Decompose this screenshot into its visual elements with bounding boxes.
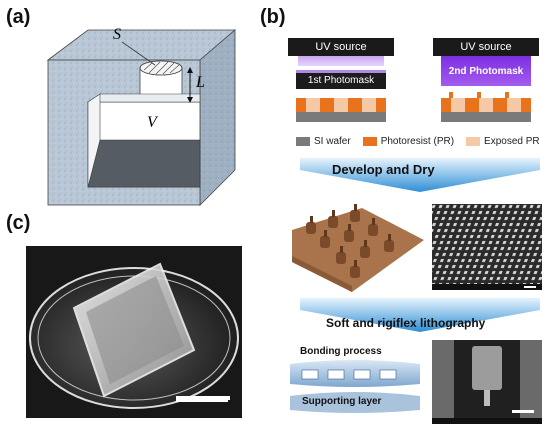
panel-label-a: (a)	[6, 6, 31, 28]
uv-source-2: UV source	[433, 38, 539, 56]
cavity-schematic	[46, 29, 237, 206]
label-v: V	[147, 114, 157, 131]
legend-exposed-pr: Exposed PR	[484, 136, 540, 147]
photomask-1: 1st Photomask	[296, 70, 386, 89]
uv-light-1	[298, 56, 384, 66]
label-s: S	[113, 26, 121, 43]
step-arrow-1	[300, 158, 540, 192]
step-soft-lithography: Soft and rigiflex lithography	[326, 316, 486, 330]
legend-si-wafer: SI wafer	[314, 136, 351, 147]
uv-source-1: UV source	[288, 38, 394, 56]
label-l: L	[196, 74, 205, 91]
legend-swatch-si	[296, 137, 310, 146]
legend-swatch-pr	[362, 137, 377, 146]
legend-swatch-exposed	[466, 137, 481, 146]
legend-photoresist: Photoresist (PR)	[380, 136, 455, 147]
bonding-process-label: Bonding process	[300, 346, 382, 357]
panel-label-b: (b)	[260, 6, 286, 28]
pillar-array-render	[292, 204, 424, 292]
step-arrow-2	[300, 298, 540, 332]
uv-light-2	[441, 56, 531, 86]
wafer-stack-1	[296, 98, 386, 122]
device-photo	[26, 246, 242, 418]
photomask-2: 2nd Photomask	[448, 66, 524, 77]
legend: SI wafer Photoresist (PR) Exposed PR	[296, 136, 540, 147]
supporting-layer-label: Supporting layer	[302, 396, 382, 407]
panel-label-c: (c)	[6, 212, 31, 234]
supporting-layer-graphic	[290, 392, 420, 413]
sem-array-image	[432, 204, 542, 290]
bonding-layer	[290, 360, 420, 387]
cavity-floor	[87, 139, 201, 188]
step-develop-and-dry: Develop and Dry	[332, 162, 435, 177]
sem-pillar-image	[432, 340, 542, 424]
block-right-face	[199, 29, 236, 206]
photo-scale-bar	[176, 398, 228, 402]
wafer-stack-2	[441, 92, 531, 122]
